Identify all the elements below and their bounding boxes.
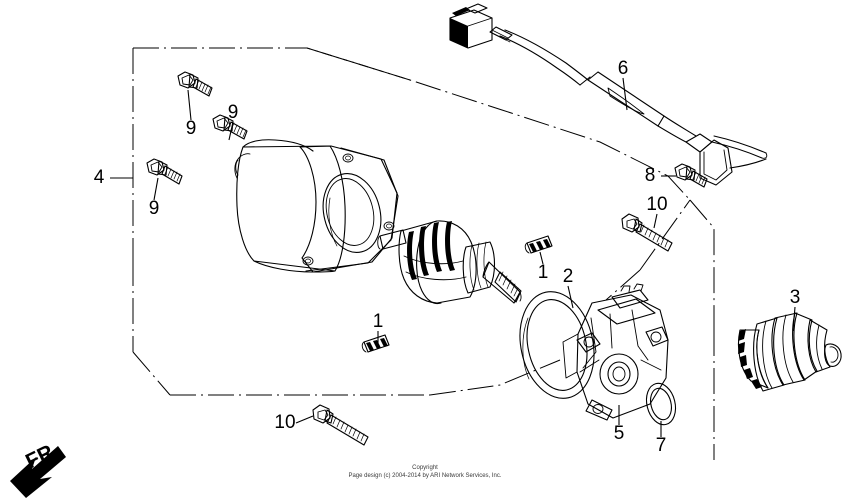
brush-spring-lower	[361, 334, 390, 353]
o-ring-large	[519, 291, 595, 399]
callout-9-lower-left: 9	[149, 198, 160, 219]
mounting-bolt-upper-right	[212, 114, 248, 140]
starter-cable-assembly	[449, 3, 768, 186]
mounting-bolt-lower-left	[146, 158, 183, 185]
leader-lines	[110, 77, 796, 437]
callout-2: 2	[563, 266, 574, 287]
terminal-bolt	[674, 163, 708, 188]
reduction-gear-pinion	[737, 312, 842, 392]
callout-5: 5	[614, 423, 625, 444]
armature-assembly	[377, 220, 522, 305]
callout-1-lower: 1	[373, 311, 384, 332]
mounting-bolt-upper-left	[177, 71, 213, 97]
callout-8: 8	[645, 165, 656, 186]
callout-4: 4	[94, 167, 105, 188]
footer-copyright: Copyright Page design (c) 2004-2014 by A…	[348, 465, 501, 479]
starter-motor-housing	[234, 139, 399, 273]
copyright-line: Page design (c) 2004-2014 by ARI Network…	[348, 473, 501, 479]
assembly-group-boundary	[132, 47, 715, 460]
copyright-title: Copyright	[412, 465, 438, 471]
callout-9-upper-right: 9	[228, 102, 239, 123]
callout-3: 3	[790, 287, 801, 308]
brush-spring-upper	[524, 235, 553, 254]
callout-1-upper: 1	[538, 262, 549, 283]
callout-9-upper-left: 9	[186, 118, 197, 139]
callout-10-upper: 10	[646, 194, 667, 215]
through-bolt-upper	[621, 213, 673, 252]
through-bolt-lower	[312, 404, 369, 446]
callout-labels: 1 1 2 3 4 5 6 7 8 9 9 9 10 10	[94, 58, 801, 456]
front-direction-arrow: FR.	[10, 438, 66, 498]
o-ring-small	[645, 382, 677, 426]
callout-10-lower: 10	[274, 412, 295, 433]
end-bracket-housing	[562, 283, 669, 421]
callout-6: 6	[618, 58, 629, 79]
callout-7: 7	[656, 435, 667, 456]
